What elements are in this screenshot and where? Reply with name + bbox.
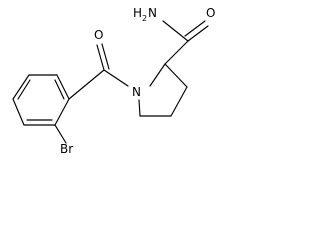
bond-benzene-5 (56, 74, 70, 100)
atom-label-amide-oxygen: O (206, 6, 215, 20)
bond-c2-amide-carbon (164, 40, 189, 65)
atom-labels: H 2 N O O N Br (60, 6, 215, 156)
bond-ring-c2-c3 (164, 63, 188, 88)
bond-benzene-1 (12, 74, 30, 100)
atom-label-amine-n: N (148, 6, 157, 20)
bond-ring-c5-n (138, 99, 141, 117)
bond-benzene-inner-3 (54, 79, 65, 100)
bond-benzene-4 (54, 98, 70, 126)
bond-amide-co-1 (187, 25, 209, 42)
atom-label-ketone-oxygen: O (94, 28, 103, 42)
bond-amide-cn (162, 20, 189, 42)
atom-label-ring-nitrogen: N (132, 85, 141, 99)
bond-aryl-carbonyl (68, 69, 105, 100)
bond-benzene-2 (12, 98, 25, 126)
atom-label-amine-h-subscript: 2 (142, 14, 147, 23)
bond-ring-c3-c4 (170, 86, 188, 117)
atom-label-amine-h: H (133, 6, 142, 20)
bond-ketone-co-2 (101, 43, 110, 70)
atom-label-bromine: Br (60, 142, 73, 156)
bond-aryl-bromine (54, 124, 67, 144)
bond-ketone-co-1 (96, 44, 105, 71)
bond-ring-n-c2 (149, 63, 166, 87)
bond-amide-co-2 (184, 20, 206, 37)
bond-benzene-inner-1 (17, 79, 31, 100)
bond-carbonyl-nitrogen (103, 69, 129, 87)
bond-group (12, 20, 209, 144)
chemical-structure: H 2 N O O N Br (12, 6, 215, 156)
